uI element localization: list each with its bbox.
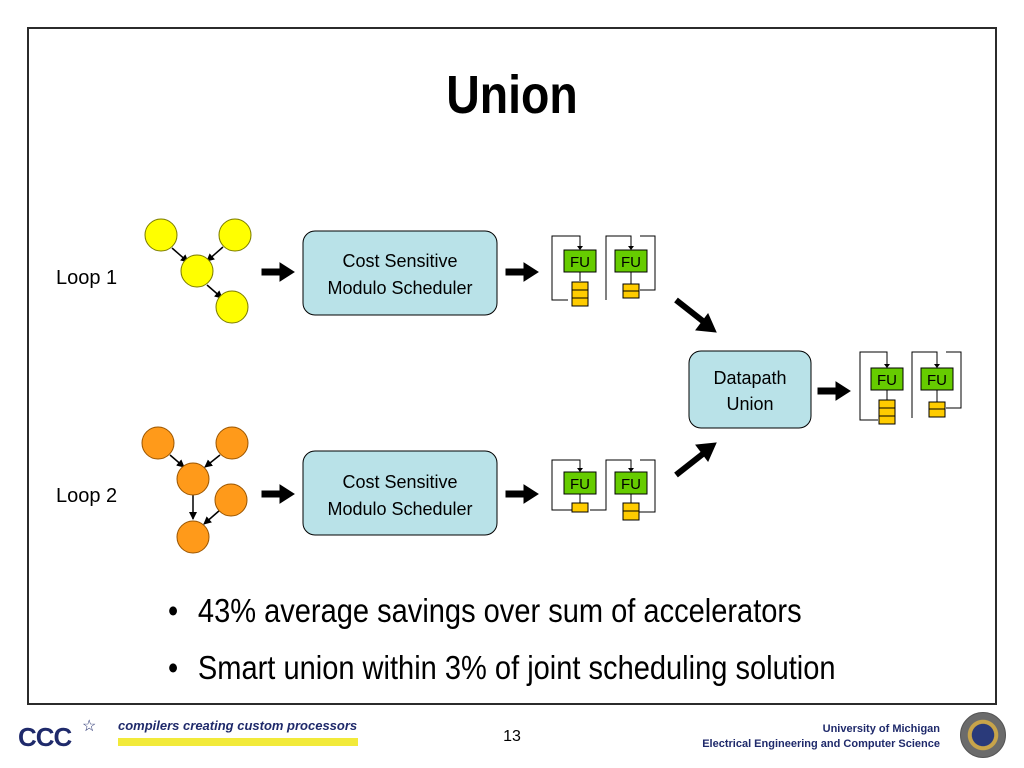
loop1-node [180, 254, 214, 288]
arrow-fu2-to-union [674, 442, 717, 478]
datapath-union-box: Datapath Union [688, 350, 812, 429]
ccc-logo: CCC [18, 722, 72, 752]
university-seal-icon [960, 712, 1006, 758]
datapath-loop1: FU FU [551, 235, 656, 307]
register-stack [928, 401, 946, 418]
tagline: compilers creating custom processors [118, 718, 358, 733]
fu-unit: FU [920, 367, 954, 391]
bullet-item: •43% average savings over sum of acceler… [168, 592, 802, 629]
arrow-fu1-to-union [674, 297, 717, 333]
slide-title: Union [446, 65, 578, 125]
loop1-label: Loop 1 [56, 267, 117, 289]
register-stack [622, 283, 640, 299]
loop2-graph [141, 426, 249, 554]
register-stack [571, 281, 589, 307]
tagline-underline [118, 738, 358, 746]
loop2-node [176, 520, 210, 554]
loop1-graph [144, 218, 252, 324]
svg-text:FU: FU [927, 372, 947, 389]
loop2-label: Loop 2 [56, 485, 117, 507]
svg-text:Modulo Scheduler: Modulo Scheduler [327, 499, 472, 519]
slide-frame [27, 27, 997, 705]
loop2-node [176, 462, 210, 496]
svg-text:FU: FU [570, 254, 590, 271]
loop2-node [215, 426, 249, 460]
svg-text:FU: FU [621, 254, 641, 271]
institution: University of Michigan Electrical Engine… [702, 722, 940, 752]
fu-unit: FU [614, 249, 648, 273]
loop1-node [144, 218, 178, 252]
fu-unit: FU [614, 471, 648, 495]
institution-line1: University of Michigan [822, 723, 940, 735]
flow-arrows [261, 262, 851, 504]
fu-unit: FU [563, 249, 597, 273]
register-stack [571, 502, 589, 513]
scheduler-box-1: Cost Sensitive Modulo Scheduler [302, 230, 498, 316]
institution-line2: Electrical Engineering and Computer Scie… [702, 738, 940, 750]
svg-text:FU: FU [877, 372, 897, 389]
datapath-loop2: FU FU [551, 459, 656, 521]
arrow-scheduler2-to-fu [505, 484, 539, 504]
loop1-node [218, 218, 252, 252]
star-icon: ☆ [82, 718, 97, 735]
loop1-node [215, 290, 249, 324]
svg-text:FU: FU [570, 476, 590, 493]
svg-text:Modulo Scheduler: Modulo Scheduler [327, 278, 472, 298]
svg-text:Datapath: Datapath [713, 368, 786, 388]
bullet-list: •43% average savings over sum of acceler… [168, 586, 968, 700]
loop2-node [141, 426, 175, 460]
page-number: 13 [503, 728, 521, 745]
loop2-node [214, 483, 248, 517]
arrow-union-to-fu [817, 381, 851, 401]
svg-text:Union: Union [726, 394, 773, 414]
datapath-union: FU FU [859, 351, 962, 425]
svg-text:Cost Sensitive: Cost Sensitive [342, 251, 457, 271]
bullet-item: •Smart union within 3% of joint scheduli… [168, 649, 836, 686]
register-stack [622, 502, 640, 521]
fu-unit: FU [563, 471, 597, 495]
arrow-loop2-to-scheduler [261, 484, 295, 504]
svg-text:Cost Sensitive: Cost Sensitive [342, 472, 457, 492]
register-stack [878, 399, 896, 425]
svg-text:FU: FU [621, 476, 641, 493]
arrow-scheduler1-to-fu [505, 262, 539, 282]
arrow-loop1-to-scheduler [261, 262, 295, 282]
slide-footer: CCC ☆ compilers creating custom processo… [0, 708, 1024, 768]
scheduler-box-2: Cost Sensitive Modulo Scheduler [302, 450, 498, 536]
fu-unit: FU [870, 367, 904, 391]
